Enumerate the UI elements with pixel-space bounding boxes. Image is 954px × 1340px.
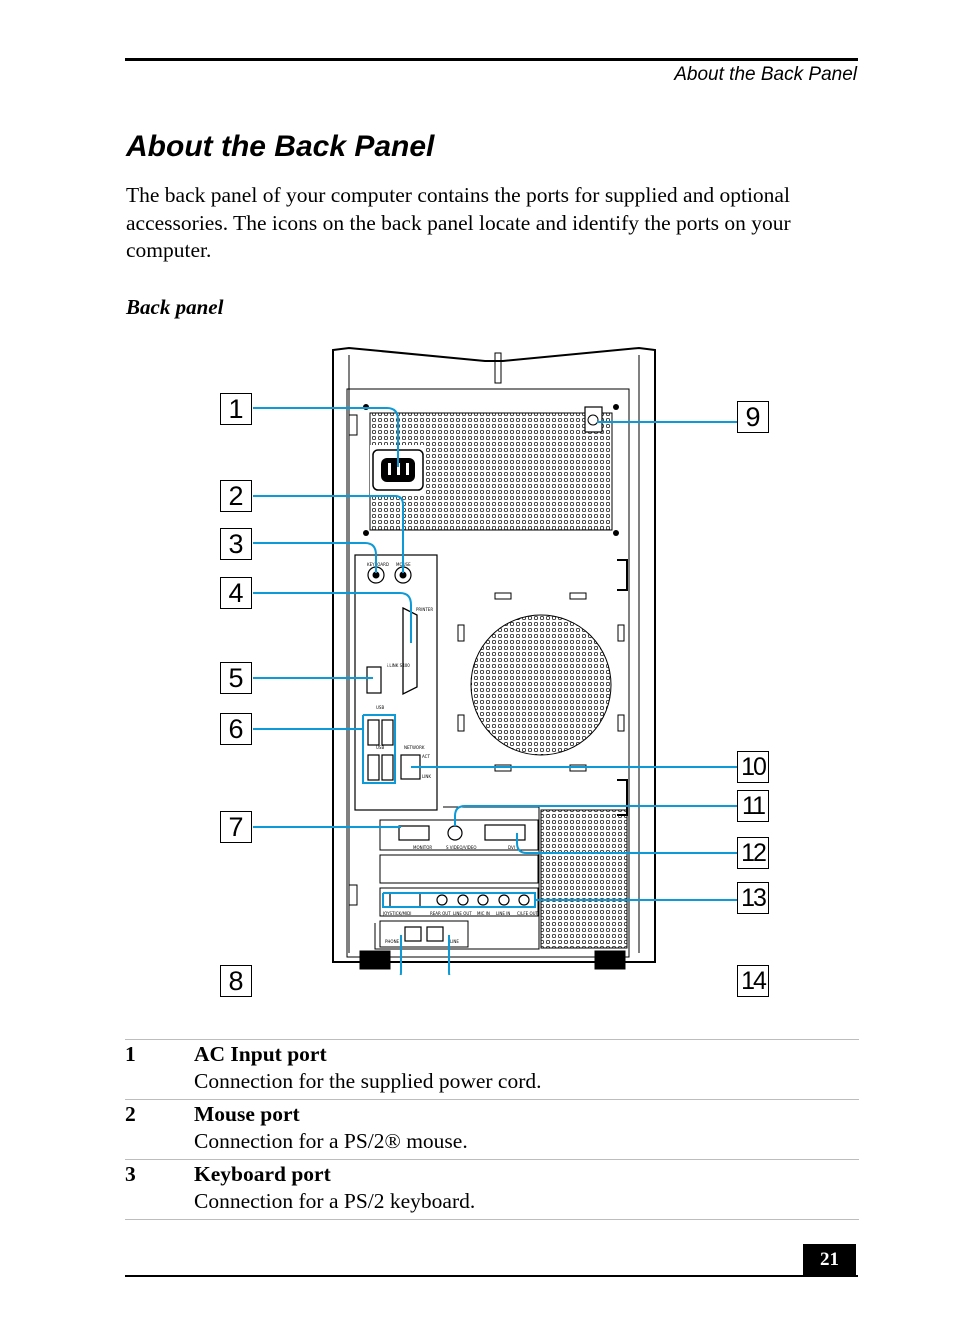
label-c-lfe-out: C/LFE OUT: [517, 911, 539, 916]
callout-9: 9: [737, 401, 769, 433]
power-supply: [363, 404, 619, 536]
tower-chassis: [332, 346, 656, 970]
io-plate: [354, 554, 438, 811]
port-number: 2: [125, 1099, 194, 1160]
header-rule: [125, 58, 858, 61]
port-description: Connection for a PS/2 keyboard.: [194, 1189, 476, 1213]
label-mic-in: MIC IN: [477, 911, 490, 916]
label-rear-out: REAR OUT: [430, 911, 451, 916]
leader-13: [382, 892, 737, 908]
intro-paragraph: The back panel of your computer contains…: [126, 183, 791, 262]
label-usb-top: USB: [376, 705, 384, 710]
leader-2: [253, 495, 404, 573]
port-description: Connection for the supplied power cord.: [194, 1069, 542, 1093]
label-line-in: LINE IN: [496, 911, 510, 916]
label-monitor: MONITOR: [413, 845, 432, 850]
port-number: 3: [125, 1159, 194, 1220]
voltage-switch: [584, 406, 603, 433]
callout-12: 12: [737, 837, 769, 869]
callout-2: 2: [220, 480, 252, 512]
leader-14: [448, 935, 451, 975]
callout-13: 13: [737, 882, 769, 914]
label-act: ACT: [422, 754, 430, 759]
page-number: 21: [803, 1244, 856, 1275]
label-keyboard: KEYBOARD: [367, 562, 389, 567]
running-header: About the Back Panel: [674, 64, 857, 85]
port-number: 1: [125, 1039, 194, 1100]
leader-11: [454, 805, 737, 826]
port-name: AC Input port: [194, 1042, 327, 1066]
table-row: 1 AC Input port Connection for the suppl…: [125, 1039, 859, 1100]
callout-1: 1: [220, 393, 252, 425]
callout-lines: [253, 407, 737, 975]
label-network: NETWORK: [404, 745, 425, 750]
label-ilink: i.LINK S400: [387, 663, 410, 668]
port-cell: Mouse port Connection for a PS/2® mouse.: [194, 1099, 859, 1160]
leader-4: [253, 592, 412, 643]
ports-table: 1 AC Input port Connection for the suppl…: [125, 1039, 859, 1220]
port-name: Mouse port: [194, 1102, 300, 1126]
leader-1: [253, 407, 399, 467]
back-panel-diagram: KEYBOARD MOUSE PRINTER i.LINK S400 USB U…: [253, 346, 737, 975]
callout-8: 8: [220, 965, 252, 997]
callout-4: 4: [220, 577, 252, 609]
port-description: Connection for a PS/2® mouse.: [194, 1129, 468, 1153]
callout-6: 6: [220, 713, 252, 745]
label-line-out: LINE OUT: [453, 911, 472, 916]
port-cell: Keyboard port Connection for a PS/2 keyb…: [194, 1159, 859, 1220]
label-joystick: JOYSTICK/MIDI: [382, 911, 411, 916]
label-link: LINK: [422, 774, 431, 779]
callout-5: 5: [220, 662, 252, 694]
port-name: Keyboard port: [194, 1162, 331, 1186]
leader-6: [253, 714, 396, 784]
label-usb-bottom: USB: [376, 745, 384, 750]
leader-8: [399, 935, 402, 975]
footer-rule: [125, 1275, 858, 1277]
callout-3: 3: [220, 528, 252, 560]
panel-labels: KEYBOARD MOUSE PRINTER i.LINK S400 USB U…: [367, 562, 539, 944]
label-line: LINE: [450, 939, 459, 944]
callout-7: 7: [220, 811, 252, 843]
label-phone: PHONE: [385, 939, 400, 944]
figure-caption: Back panel: [126, 295, 224, 319]
leader-3: [253, 542, 377, 573]
back-panel-figure: KEYBOARD MOUSE PRINTER i.LINK S400 USB U…: [215, 345, 780, 997]
callout-11: 11: [737, 790, 769, 822]
page-title: About the Back Panel: [126, 130, 435, 163]
table-row: 2 Mouse port Connection for a PS/2® mous…: [125, 1099, 859, 1160]
case-fan: [457, 559, 628, 816]
label-dvi: DVI: [508, 845, 515, 850]
table-row: 3 Keyboard port Connection for a PS/2 ke…: [125, 1159, 859, 1220]
callout-14: 14: [737, 965, 769, 997]
callout-10: 10: [737, 751, 769, 783]
label-svideo: S VIDEO/VIDEO: [446, 845, 477, 850]
expansion-slots: [374, 806, 628, 950]
port-cell: AC Input port Connection for the supplie…: [194, 1039, 859, 1100]
leader-12: [516, 833, 737, 854]
label-printer: PRINTER: [416, 607, 433, 612]
